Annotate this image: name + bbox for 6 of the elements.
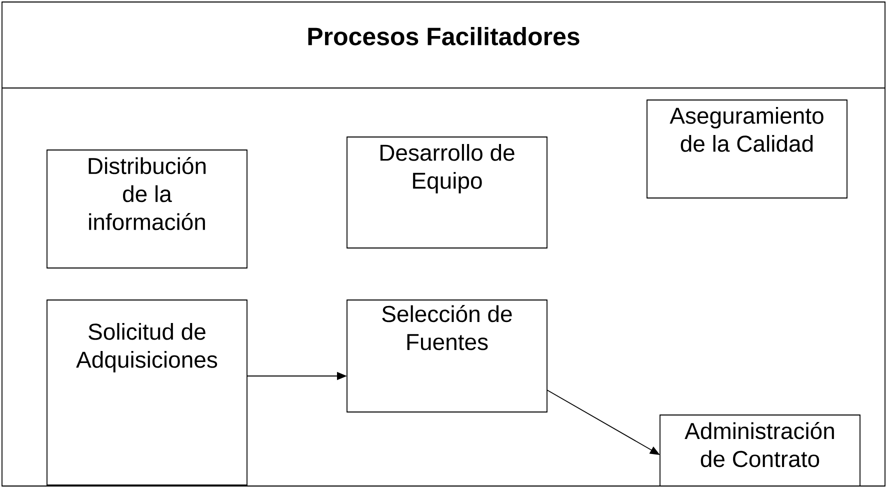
process-box: Desarrollo de Equipo [346,136,548,248]
process-box: Distribución de la información [46,150,248,268]
process-box: Administración de Contrato [660,414,860,486]
process-box: Solicitud de Adquisiciones [46,300,248,486]
process-box: Selección de Fuentes [346,300,548,412]
process-box: Aseguramiento de la Calidad [646,100,848,198]
